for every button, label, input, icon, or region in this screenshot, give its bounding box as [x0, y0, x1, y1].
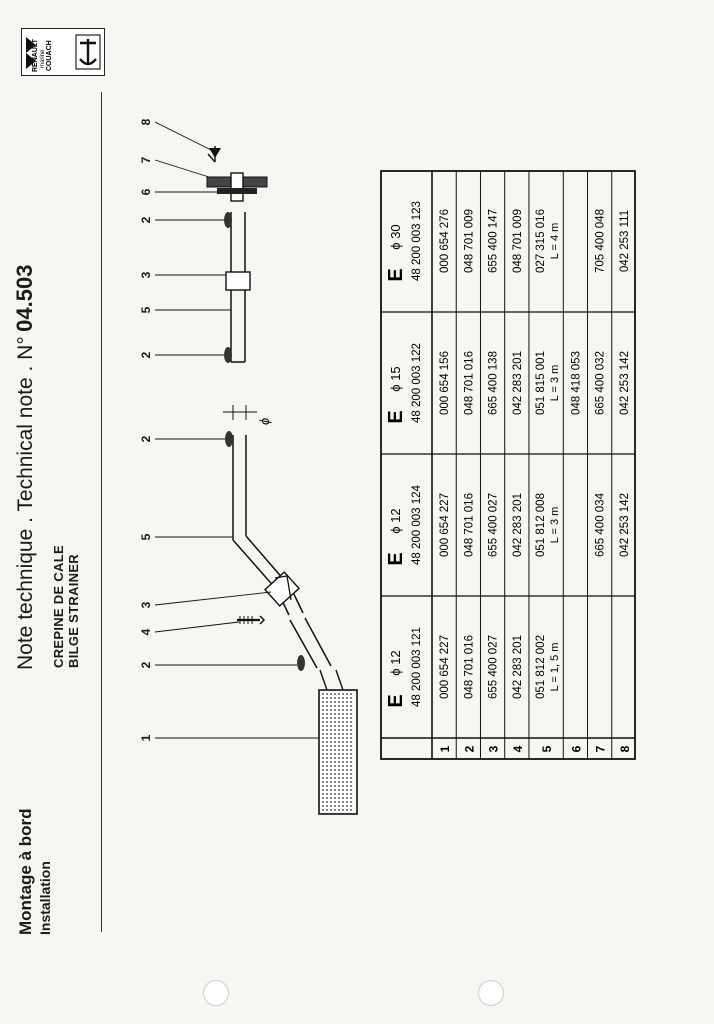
- col-2-diameter: ϕ 12: [388, 508, 403, 533]
- row-8-col-4: 042 253 111: [619, 210, 631, 272]
- col-1-diameter: ϕ 12: [388, 650, 403, 675]
- callout-7: 7: [139, 156, 153, 164]
- right-collar-top: [224, 212, 232, 228]
- renault-couach-logo: RENAULT marine COUACH: [21, 28, 105, 76]
- row-1-col-3: 000 654 156: [439, 351, 451, 415]
- row-3-col-4: 655 400 147: [488, 209, 500, 273]
- left-collar-bottom: [297, 655, 305, 671]
- page-title: Montage à bord: [16, 808, 35, 935]
- strainer-body: [318, 689, 358, 815]
- callout-3-right: 3: [139, 271, 153, 279]
- row-2-col-2: 048 701 016: [463, 493, 475, 557]
- phi-label: ϕ: [257, 418, 272, 425]
- row-5-col-2-length: L = 3 m: [549, 507, 561, 544]
- row-5-col-4-length: L = 4 m: [549, 223, 561, 260]
- left-clamp: [263, 571, 301, 607]
- row-5-col-1: 051 812 002: [535, 635, 547, 699]
- right-coupling: [225, 271, 251, 291]
- row-3-col-2: 655 400 027: [488, 493, 500, 557]
- row-7-number: 7: [594, 745, 608, 752]
- row-2-col-4: 048 701 009: [463, 209, 475, 273]
- row-4-number: 4: [511, 745, 525, 752]
- col-3-diameter: ϕ 15: [388, 366, 403, 391]
- row-1-col-1: 000 654 227: [439, 635, 451, 699]
- logo-graphic: RENAULT marine COUACH: [26, 34, 101, 72]
- callout-6: 6: [139, 188, 153, 196]
- row-7-col-4: 705 400 048: [595, 209, 607, 273]
- callout-8: 8: [139, 118, 153, 126]
- col-4-diameter: ϕ 30: [388, 224, 403, 249]
- row-1-number: 1: [438, 745, 452, 752]
- callout-1: 1: [139, 734, 153, 742]
- callout-2-mid: 2: [139, 435, 153, 443]
- punch-hole-left: [203, 980, 229, 1006]
- row-4-col-1: 042 283 201: [512, 635, 524, 699]
- note-number: 04.503: [12, 264, 37, 332]
- row-4-col-4: 048 701 009: [512, 209, 524, 273]
- row-4-col-3: 042 283 201: [512, 351, 524, 415]
- screw-icon: [237, 615, 266, 625]
- anchor-icon: [26, 34, 101, 70]
- col-2-e-symbol: E: [385, 552, 407, 565]
- col-3-e-symbol: E: [385, 410, 407, 423]
- callout-2-lower: 2: [139, 661, 153, 669]
- row-1-col-2: 000 654 227: [439, 493, 451, 557]
- row-2-number: 2: [462, 745, 476, 752]
- row-5-col-2: 051 812 008: [535, 493, 547, 557]
- col-1-e-symbol: E: [385, 694, 407, 707]
- row-5-col-3: 051 815 001: [535, 351, 547, 415]
- row-6-col-3: 048 418 053: [570, 351, 582, 415]
- page-subtitle: Installation: [37, 861, 53, 935]
- row-3-col-1: 655 400 027: [488, 635, 500, 699]
- bilge-strainer-diagram: ϕ: [154, 121, 358, 815]
- callout-2-right-upper: 2: [139, 216, 153, 224]
- col-4-e-symbol: E: [385, 268, 407, 281]
- technical-note-line: Note technique . Technical note . N° 04.…: [12, 265, 38, 670]
- leader-lines: [154, 121, 319, 739]
- row-7-col-2: 665 400 034: [595, 492, 607, 557]
- row-5-col-4: 027 315 016: [535, 209, 547, 273]
- row-8-col-2: 042 253 142: [619, 493, 631, 557]
- col-1-reference: 48 200 003 121: [411, 627, 423, 707]
- row-7-col-3: 665 400 032: [595, 351, 607, 415]
- header-divider: [101, 92, 102, 932]
- callout-3-left: 3: [139, 601, 153, 609]
- row-1-col-4: 000 654 276: [439, 209, 451, 273]
- col-2-reference: 48 200 003 124: [411, 484, 423, 565]
- through-hull-fitting: [206, 172, 268, 202]
- col-4-reference: 48 200 003 123: [411, 201, 423, 281]
- row-2-col-1: 048 701 016: [463, 635, 475, 699]
- callout-5-right: 5: [139, 306, 153, 314]
- left-collar-top: [225, 431, 233, 447]
- section-title-fr: CREPINE DE CALE: [51, 545, 66, 668]
- row-5-col-1-length: L = 1, 5 m: [549, 643, 561, 692]
- row-4-col-2: 042 283 201: [512, 493, 524, 557]
- callout-5-left: 5: [139, 533, 153, 541]
- row-2-col-3: 048 701 016: [463, 351, 475, 415]
- row-3-number: 3: [487, 745, 501, 752]
- section-title-en: BILGE STRAINER: [66, 554, 81, 668]
- right-collar-bottom: [224, 347, 232, 363]
- punch-hole-right: [478, 980, 504, 1006]
- logo-line1: RENAULT: [32, 38, 39, 72]
- row-3-col-3: 665 400 138: [488, 351, 500, 415]
- row-8-number: 8: [618, 745, 632, 752]
- row-5-col-3-length: L = 3 m: [549, 365, 561, 402]
- row-5-number: 5: [540, 745, 554, 752]
- row-8-col-3: 042 253 142: [619, 351, 631, 415]
- hull-screw-icon: [207, 146, 221, 163]
- note-prefix: Note technique . Technical note . N°: [14, 336, 37, 670]
- callout-2-right-lower: 2: [139, 351, 153, 359]
- col-3-reference: 48 200 003 122: [411, 343, 423, 423]
- left-tube: [232, 435, 332, 669]
- logo-line2: marine: [40, 49, 46, 68]
- row-6-number: 6: [569, 745, 583, 752]
- callout-4: 4: [139, 628, 153, 636]
- logo-line3: COUACH: [46, 40, 53, 71]
